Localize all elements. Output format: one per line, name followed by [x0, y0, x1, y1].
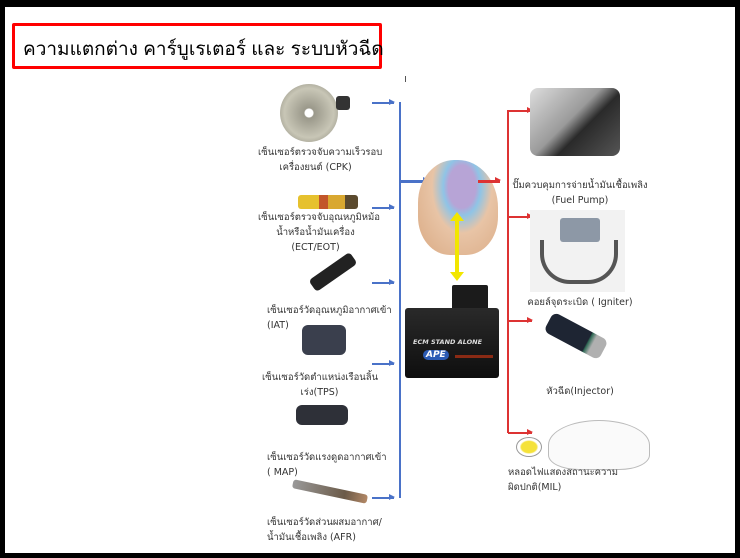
arrow-injector — [508, 317, 533, 323]
label-map: เซ็นเซอร์วัดแรงดูดอากาศเข้า ( MAP) — [267, 450, 387, 480]
arrow-from-brain — [478, 177, 501, 183]
cpk-sensor-image — [280, 84, 338, 142]
label-line: น้ำมันเชื้อเพลิง (AFR) — [267, 532, 356, 543]
cpk-pickup-image — [336, 96, 350, 110]
label-line: (Fuel Pump) — [551, 195, 609, 206]
tps-sensor-image — [302, 325, 346, 355]
arrow-afr — [372, 494, 395, 500]
label-tps: เซ็นเซอร์วัดตำแหน่งเรือนลิ้น เร่ง(TPS) — [262, 370, 379, 400]
ecm-brand-logo: APE — [423, 350, 449, 360]
label-ect: เซ็นเซอร์ตรวจจับอุณหภูมิหม้อ น้ำหรือน้ำม… — [258, 210, 380, 255]
label-line: เซ็นเซอร์ตรวจจับความเร็วรอบ — [258, 147, 383, 158]
label-line: เร่ง(TPS) — [300, 387, 339, 398]
label-line: เซ็นเซอร์วัดอุณหภูมิอากาศเข้า — [267, 305, 392, 316]
map-sensor-image — [296, 405, 348, 425]
ecm-stripe — [455, 355, 493, 358]
label-line: เซ็นเซอร์วัดตำแหน่งเรือนลิ้น — [262, 372, 379, 383]
label-line: คอยล์จุดระเบิด ( Igniter) — [527, 297, 633, 308]
arrow-mil — [508, 429, 533, 435]
igniter-image — [530, 210, 625, 292]
coil-body — [560, 218, 600, 242]
arrow-fuel-pump — [508, 107, 533, 113]
divider-tick — [405, 76, 406, 82]
label-iat: เซ็นเซอร์วัดอุณหภูมิอากาศเข้า (IAT) — [267, 303, 392, 333]
label-line: เซ็นเซอร์วัดแรงดูดอากาศเข้า — [267, 452, 387, 463]
label-fuel-pump: ปั๊มควบคุมการจ่ายน้ำมันเชื้อเพลิง (Fuel … — [505, 178, 655, 208]
coil-cable — [540, 240, 618, 284]
label-injector: หัวฉีด(Injector) — [515, 384, 645, 399]
label-line: ผิดปกติ(MIL) — [508, 482, 562, 493]
mil-dashboard-image — [548, 420, 650, 470]
label-line: (IAT) — [267, 320, 289, 331]
ecm-connector — [452, 285, 488, 310]
label-line: เซ็นเซอร์ตรวจจับอุณหภูมิหม้อ — [258, 212, 380, 223]
label-afr: เซ็นเซอร์วัดส่วนผสมอากาศ/ น้ำมันเชื้อเพล… — [267, 515, 382, 545]
arrow-ect — [372, 204, 395, 210]
label-line: หัวฉีด(Injector) — [546, 386, 614, 397]
output-bus-line — [507, 110, 509, 433]
arrow-igniter — [508, 213, 533, 219]
label-line: น้ำหรือน้ำมันเครื่อง — [276, 227, 355, 238]
title-box: ความแตกต่าง คาร์บูเรเตอร์ และ ระบบหัวฉีด — [12, 23, 384, 69]
label-line: ( MAP) — [267, 467, 298, 478]
ecm-label: ECM STAND ALONE — [413, 338, 483, 346]
ecm-unit: ECM STAND ALONE APE — [405, 308, 499, 378]
label-line: หลอดไฟแสดงสถานะความ — [508, 467, 618, 478]
ect-sensor-image — [298, 195, 358, 209]
arrow-head-down — [450, 272, 464, 281]
arrow-head-up — [450, 212, 464, 221]
label-line: ปั๊มควบคุมการจ่ายน้ำมันเชื้อเพลิง — [512, 180, 648, 191]
mil-lamp-icon — [516, 437, 542, 457]
label-mil: หลอดไฟแสดงสถานะความ ผิดปกติ(MIL) — [508, 465, 618, 495]
label-line: เซ็นเซอร์วัดส่วนผสมอากาศ/ — [267, 517, 382, 528]
label-line: (ECT/EOT) — [291, 242, 340, 253]
slide-title: ความแตกต่าง คาร์บูเรเตอร์ และ ระบบหัวฉีด — [23, 39, 384, 60]
arrow-tps — [372, 360, 395, 366]
arrow-iat — [372, 279, 395, 285]
fuel-pump-image — [530, 88, 620, 156]
input-bus-line — [399, 102, 401, 498]
label-line: เครื่องยนต์ (CPK) — [279, 162, 352, 173]
arrow-cpk — [372, 99, 395, 105]
label-igniter: คอยล์จุดระเบิด ( Igniter) — [515, 295, 645, 310]
bidirectional-arrow — [455, 218, 459, 274]
label-cpk: เซ็นเซอร์ตรวจจับความเร็วรอบ เครื่องยนต์ … — [258, 145, 383, 175]
